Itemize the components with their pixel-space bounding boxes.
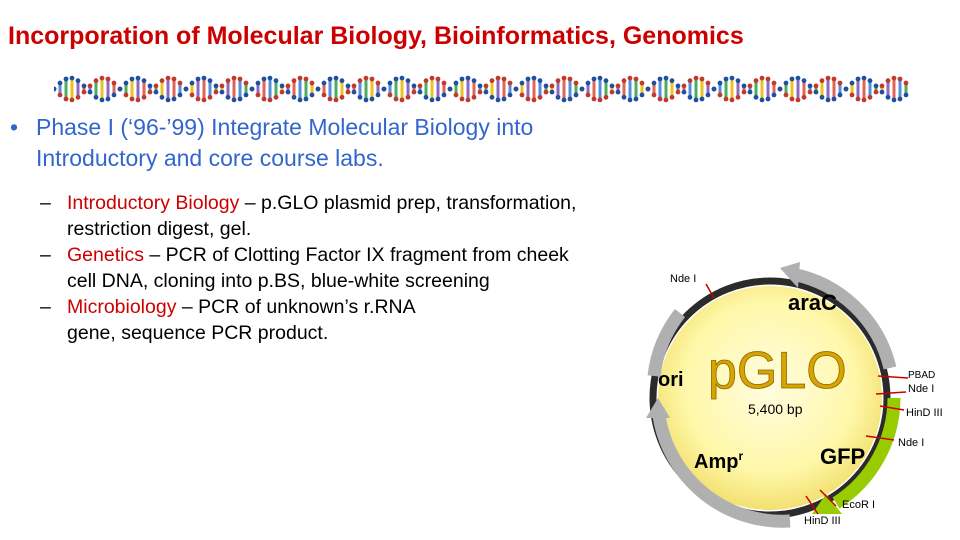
- course-description: – PCR of unknown’s r.RNA: [176, 296, 416, 318]
- site-tick: [865, 435, 895, 441]
- site-tick: [819, 489, 837, 507]
- bullet-marker: •: [10, 114, 19, 140]
- site-tick: [875, 391, 907, 395]
- slide-title: Incorporation of Molecular Biology, Bioi…: [8, 22, 744, 50]
- course-description: – p.GLO plasmid prep, transformation,: [239, 192, 577, 214]
- plasmid-name: pGLO: [708, 342, 847, 400]
- course-description-cont: cell DNA, cloning into p.BS, blue-white …: [67, 270, 490, 292]
- gfp-arrow-head: [812, 494, 842, 514]
- pbad-label: PBAD: [908, 370, 935, 381]
- amp-gene-arc: [651, 407, 791, 528]
- pglo-plasmid-map: pGLO 5,400 bp araC ori Ampr GFP Nde I PB…: [646, 262, 943, 528]
- ecor-label: EcoR I: [842, 499, 875, 511]
- dna-helix-banner: [54, 75, 909, 103]
- course-description: – PCR of Clotting Factor IX fragment fro…: [143, 244, 569, 266]
- sub-bullet-intro-biology: – Introductory Biology – p.GLO plasmid p…: [10, 190, 710, 242]
- course-description-cont: gene, sequence PCR product.: [67, 322, 329, 344]
- site-tick: [705, 283, 715, 299]
- course-name: Microbiology: [67, 296, 177, 318]
- arac-label: araC: [788, 290, 837, 315]
- hind-right-label: HinD III: [906, 407, 943, 419]
- amp-label: Ampr: [694, 449, 743, 473]
- gfp-gene-arc: [832, 397, 901, 509]
- main-bullet-line-2: Introductory and core course labs.: [36, 145, 384, 171]
- ndei-lower-label: Nde I: [898, 437, 924, 449]
- plasmid-size: 5,400 bp: [748, 401, 803, 417]
- ndei-right-label: Nde I: [908, 383, 934, 395]
- main-bullet-line-1: Phase I (‘96-’99) Integrate Molecular Bi…: [36, 114, 534, 140]
- site-tick: [879, 405, 905, 411]
- course-description-cont: restriction digest, gel.: [67, 218, 252, 240]
- course-name: Introductory Biology: [67, 192, 240, 214]
- main-bullet: • Phase I (‘96-’99) Integrate Molecular …: [10, 112, 710, 174]
- sub-bullet-genetics: – Genetics – PCR of Clotting Factor IX f…: [10, 242, 710, 294]
- sub-bullet-dash: –: [40, 296, 51, 318]
- sub-bullet-dash: –: [40, 244, 51, 266]
- sub-bullet-dash: –: [40, 192, 51, 214]
- arac-arrow-head: [780, 262, 800, 288]
- site-tick: [877, 375, 909, 379]
- amp-arrow-head: [646, 398, 670, 418]
- ndei-top-label: Nde I: [670, 273, 696, 285]
- ori-arc: [647, 308, 686, 377]
- ori-label: ori: [658, 369, 684, 391]
- course-name: Genetics: [67, 244, 144, 266]
- plasmid-center-disc: [658, 286, 882, 510]
- gfp-label: GFP: [820, 444, 865, 469]
- bullet-list: • Phase I (‘96-’99) Integrate Molecular …: [10, 112, 710, 346]
- site-tick: [805, 495, 819, 515]
- arac-gene-arc: [790, 267, 897, 370]
- hind-bottom-label: HinD III: [804, 515, 841, 527]
- sub-bullet-microbiology: – Microbiology – PCR of unknown’s r.RNA …: [10, 294, 710, 346]
